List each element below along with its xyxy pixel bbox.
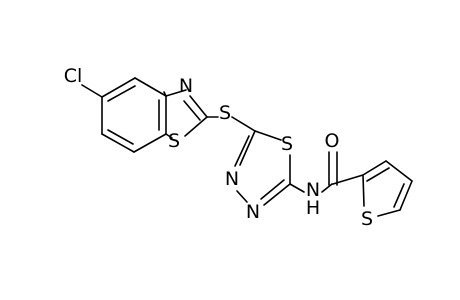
bond-lines	[81, 77, 413, 217]
bond-c2-nh	[289, 183, 305, 193]
atom-label-amide-n: N	[306, 179, 320, 201]
bond-n-c2-double-b	[183, 100, 201, 121]
bond-nh-co	[321, 183, 333, 193]
bond-th-c3-c4	[385, 160, 413, 182]
atom-label-amide-h: H	[306, 197, 320, 219]
bond-c2-s	[184, 116, 208, 137]
bond-benzene-4	[133, 133, 167, 153]
bond-th-c2-c3-b	[366, 167, 390, 182]
bond-benzene-2	[134, 77, 167, 97]
bond-td-c5-n4-b	[234, 135, 250, 167]
bond-c-n-ring	[165, 89, 187, 97]
bond-th-c5-s	[377, 209, 401, 217]
atom-label-o-carbonyl: O	[325, 130, 340, 152]
bond-c-cl	[81, 84, 103, 98]
atom-label-n-thiadiazole-b: N	[246, 201, 260, 223]
bond-td-n3-c2-a	[263, 183, 291, 206]
atom-labels: Cl N S S S N N N H O S	[64, 65, 373, 230]
bond-td-c5-s	[254, 130, 282, 141]
bond-s-thioether-ring	[231, 116, 256, 132]
atom-label-n-thiadiazole-a: N	[225, 168, 239, 190]
bond-benzene-inner-3	[107, 129, 134, 145]
atom-label-cl: Cl	[64, 65, 83, 87]
atom-label-s-thioether: S	[219, 102, 231, 124]
bond-td-c5-n4-a	[239, 130, 256, 166]
bond-td-n3-c2-b	[260, 179, 285, 200]
atom-label-s-thiadiazole: S	[281, 133, 293, 155]
bond-th-c4-c5-a	[399, 180, 413, 211]
bond-th-s-c2	[362, 174, 365, 207]
bond-co-thiophene	[332, 174, 364, 185]
bond-benzene-5	[101, 133, 135, 153]
bond-benzene-1	[101, 77, 136, 98]
bond-th-c2-c3-a	[362, 160, 387, 176]
bond-th-c4-c5-b	[393, 183, 405, 208]
bond-n-c2-double-a	[189, 95, 208, 118]
atom-label-s-thiophene: S	[361, 208, 373, 230]
atom-label-n-benzothiazole: N	[179, 75, 193, 97]
bond-benzene-inner-1	[107, 85, 136, 102]
atom-label-s-benzothiazole: S	[168, 130, 180, 152]
bond-s-c7a	[165, 133, 173, 139]
bond-td-n4-n3	[236, 190, 248, 203]
